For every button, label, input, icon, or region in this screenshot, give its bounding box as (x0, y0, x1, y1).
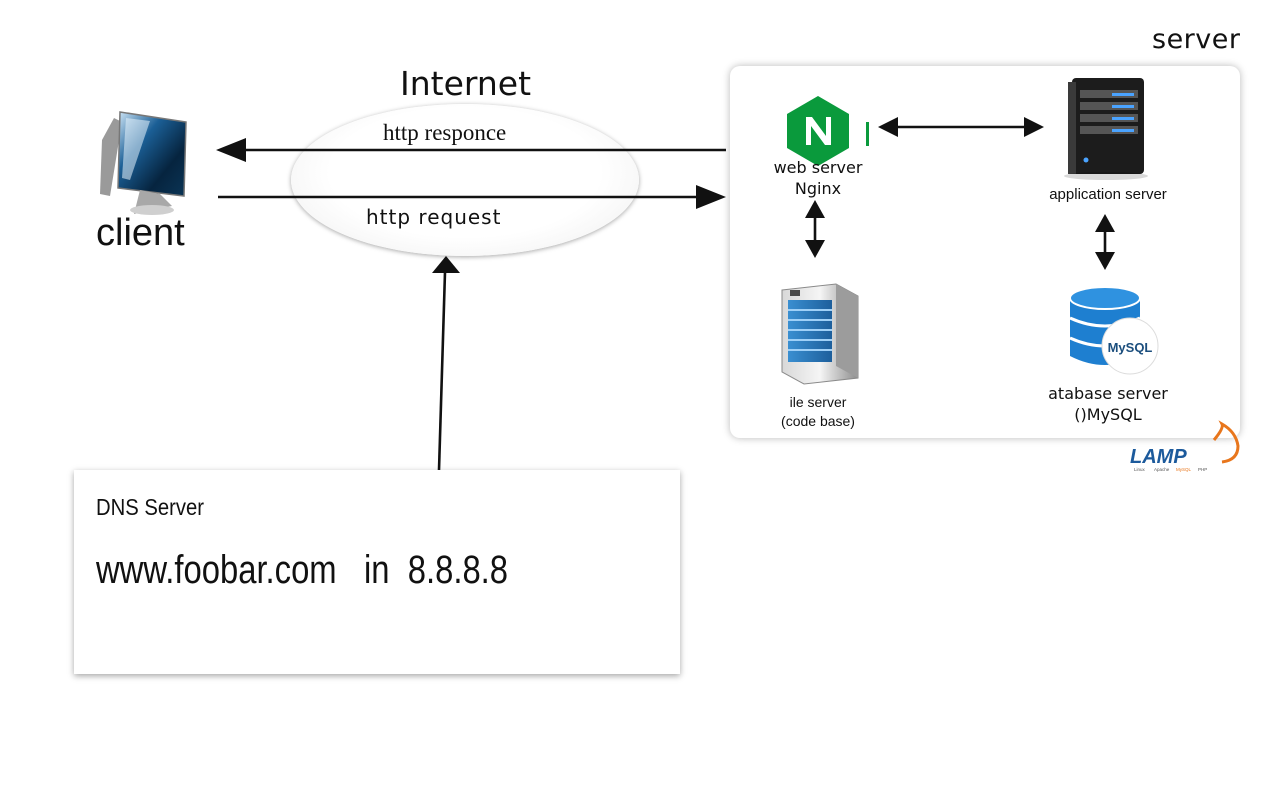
dns-server-box (74, 470, 680, 674)
application-server-icon (1064, 78, 1148, 180)
desktop-computer-icon (100, 111, 187, 215)
svg-text:Apache: Apache (1154, 467, 1170, 472)
dns-title: DNS Server (96, 494, 204, 520)
file-server-note: (code base) (781, 413, 855, 429)
client-label: client (96, 212, 185, 254)
file-server-label: ile server (789, 394, 847, 410)
lamp-logo-text: LAMP (1130, 446, 1187, 468)
svg-text:Linux: Linux (1134, 467, 1146, 472)
dns-to-internet-arrow (432, 256, 460, 471)
database-icon: MySQL (1069, 286, 1159, 375)
web-server-label: web server (773, 158, 863, 177)
http-request-label: http request (366, 205, 502, 229)
internet-title: Internet (400, 64, 532, 103)
application-server-label: application server (1049, 186, 1167, 203)
nginx-logo-icon (787, 96, 869, 166)
database-server-label: atabase server (1048, 384, 1168, 403)
mysql-icon-text: MySQL (1108, 340, 1153, 355)
app-db-double-arrow (1095, 214, 1115, 270)
dns-record: www.foobar.com in 8.8.8.8 (96, 548, 509, 592)
svg-text:MySQL: MySQL (1176, 467, 1192, 472)
internet-ellipse (291, 104, 639, 256)
svg-text:PHP: PHP (1198, 467, 1207, 472)
http-response-arrow (216, 138, 726, 162)
database-server-software: ()MySQL (1074, 405, 1142, 424)
web-server-software: Nginx (794, 179, 842, 198)
lamp-logo: LAMP Linux Apache MySQL PHP (1130, 420, 1240, 472)
server-title: server (1152, 24, 1241, 55)
web-file-double-arrow (805, 200, 825, 258)
http-response-label: http responce (383, 120, 507, 145)
web-app-double-arrow (878, 117, 1044, 137)
file-server-icon (781, 283, 859, 385)
http-request-arrow (218, 185, 726, 209)
